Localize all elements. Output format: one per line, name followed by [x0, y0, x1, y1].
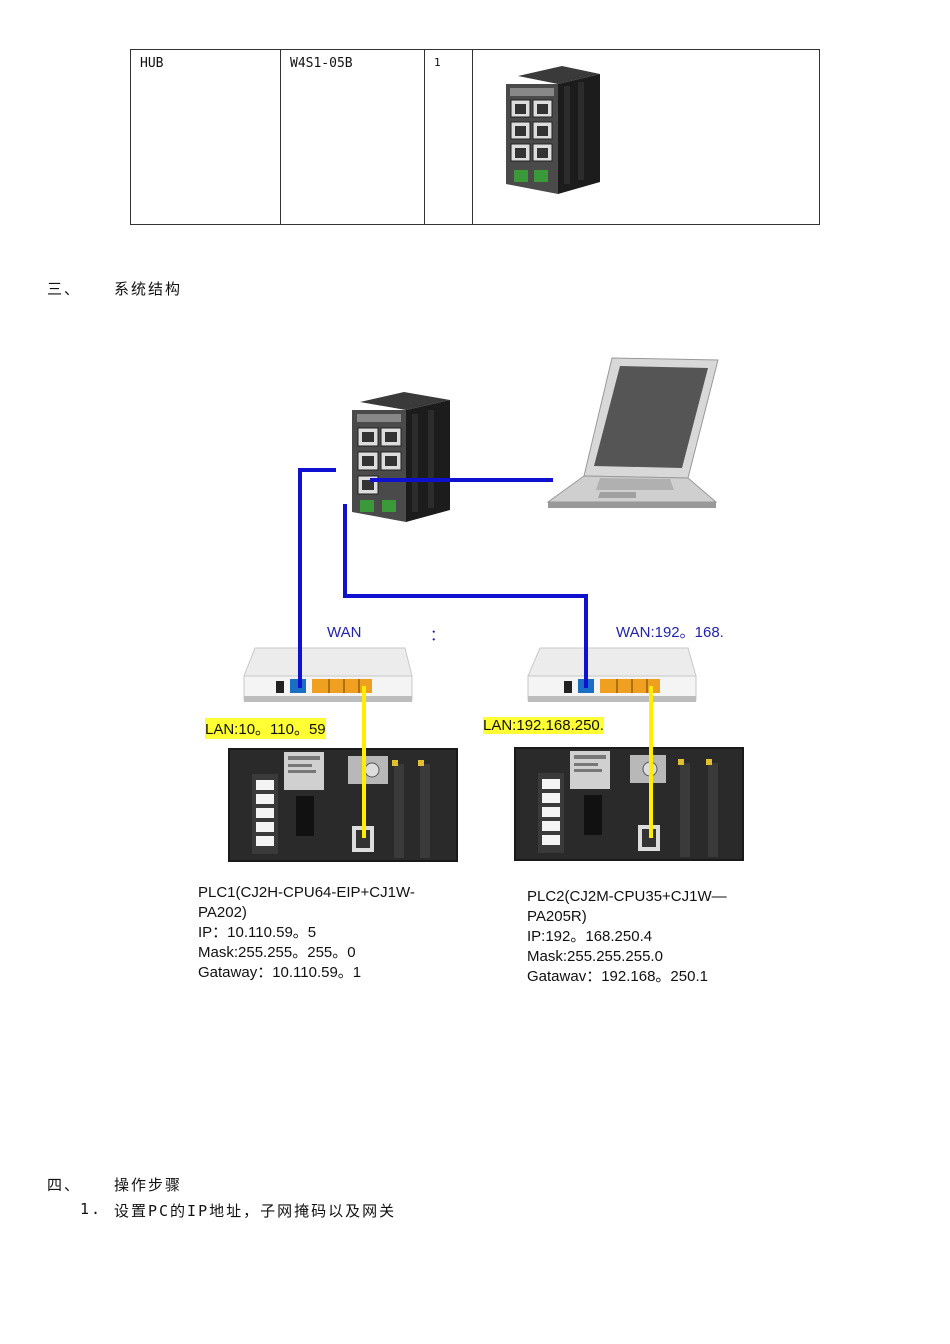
- hub-image: [506, 66, 600, 194]
- router-1-wan-label: WAN: [327, 624, 362, 641]
- plc-2-mask: Mask:255.255.255.0: [527, 948, 663, 965]
- blue-cables: [298, 468, 588, 688]
- section-3-title: 系统结构: [114, 280, 183, 298]
- plc-1-info: PLC1(CJ2H-CPU64-EIP+CJ1W- PA202) IP：10.1…: [198, 883, 415, 983]
- step-1-number: 1.: [80, 1200, 103, 1218]
- step-1-text: 设置PC的IP地址，子网掩码以及网关: [114, 1202, 397, 1220]
- plc-2-info: PLC2(CJ2M-CPU35+CJ1W— PA205R) IP:192。168…: [527, 887, 727, 987]
- cell-model: W4S1-05B: [280, 49, 425, 225]
- plc-2-ip: IP:192。168.250.4: [527, 928, 653, 945]
- router-1-lan-label: LAN:10。110。59: [205, 718, 326, 739]
- hub-icon: [352, 392, 450, 522]
- router-1-wan-colon: ：: [430, 627, 446, 644]
- yellow-cables: [362, 686, 653, 838]
- cell-name: HUB: [130, 49, 281, 225]
- section-4-number: 四、: [47, 1176, 82, 1194]
- laptop-icon: [546, 357, 719, 508]
- plc-1-icon: [228, 748, 458, 862]
- plc-1-gateway: Gataway：10.110.59。1: [198, 964, 362, 981]
- section-3-number: 三、: [47, 280, 82, 298]
- plc-2-icon: [514, 747, 744, 861]
- plc-1-model-line1: PLC1(CJ2H-CPU64-EIP+CJ1W-: [198, 884, 415, 901]
- router-2-lan-label: LAN:192.168.250.: [483, 717, 604, 734]
- router-1-icon: [243, 647, 413, 702]
- plc-2-model-line2: PA205R): [527, 908, 587, 925]
- plc-2-model-line1: PLC2(CJ2M-CPU35+CJ1W—: [527, 888, 727, 905]
- plc-1-mask: Mask:255.255。255。0: [198, 944, 356, 961]
- router-2-wan-label: WAN:192。168.: [616, 624, 724, 641]
- plc-1-ip: IP：10.110.59。5: [198, 924, 317, 941]
- router-2-icon: [527, 647, 697, 702]
- plc-1-model-line2: PA202): [198, 904, 247, 921]
- plc-2-gateway: Gatawav：192.168。250.1: [527, 968, 708, 985]
- section-4-title: 操作步骤: [114, 1176, 183, 1194]
